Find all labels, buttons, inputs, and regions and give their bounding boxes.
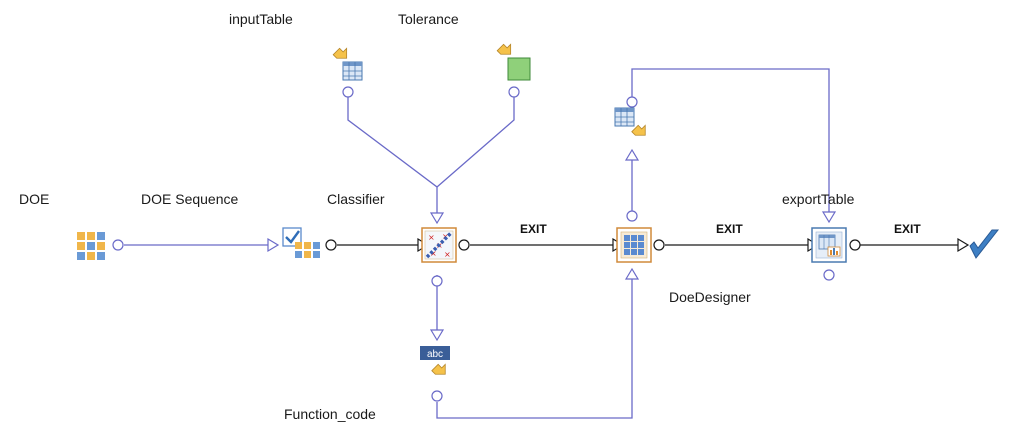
arrowhead-functioncode-in (429, 329, 445, 342)
port-designer-out[interactable] (653, 239, 665, 251)
connector-arrowheads (267, 148, 837, 342)
label-export-table: exportTable (782, 191, 855, 207)
edge-label-exit-1: EXIT (520, 222, 547, 236)
arrowhead-export-in (821, 211, 837, 224)
port-export-bottom[interactable] (823, 269, 835, 281)
arrowhead-table-out (624, 148, 640, 161)
svg-text:×: × (430, 249, 437, 258)
designer-table-output-icon[interactable] (614, 107, 650, 140)
end-checkmark-icon[interactable] (969, 229, 1000, 259)
label-doe-designer: DoeDesigner (669, 289, 751, 305)
label-classifier: Classifier (327, 191, 385, 207)
svg-text:×: × (444, 250, 451, 259)
port-sequence-out[interactable] (325, 239, 337, 251)
port-export-out[interactable] (849, 239, 861, 251)
doe-sequence-icon[interactable] (282, 227, 320, 258)
port-table-top[interactable] (626, 96, 638, 108)
edge-table-to-export[interactable] (631, 68, 830, 212)
label-doe-sequence: DOE Sequence (141, 191, 239, 207)
port-inputtable-out[interactable] (342, 86, 354, 98)
port-tolerance-out[interactable] (508, 86, 520, 98)
port-classifier-bottom[interactable] (431, 275, 443, 287)
edge-tolerance-to-classifier[interactable] (436, 97, 515, 188)
arrowhead-sequence-in (267, 237, 280, 253)
arrowhead-designer-bottom-in (624, 267, 640, 280)
abc-badge-text: abc (427, 349, 443, 360)
edge-label-exit-2: EXIT (716, 222, 743, 236)
arrowhead-classifier-in (429, 212, 445, 225)
label-input-table: inputTable (229, 11, 293, 27)
edge-functioncode-to-designer[interactable] (436, 277, 633, 419)
port-classifier-out[interactable] (458, 239, 470, 251)
exporttable-node-icon[interactable] (811, 227, 847, 263)
port-designer-top[interactable] (626, 210, 638, 222)
label-function-code: Function_code (284, 406, 376, 422)
tolerance-icon[interactable] (496, 41, 531, 81)
ports (112, 86, 861, 402)
edge-label-exit-3: EXIT (894, 222, 921, 236)
port-functioncode-out[interactable] (431, 390, 443, 402)
function-code-icon[interactable]: abc (420, 346, 450, 379)
inputtable-icon[interactable] (332, 45, 363, 81)
label-tolerance: Tolerance (398, 11, 459, 27)
label-doe: DOE (19, 191, 50, 207)
arrowhead-end-flow-in (957, 237, 970, 253)
svg-text:×: × (428, 233, 435, 242)
edge-inputtable-to-classifier[interactable] (347, 97, 438, 213)
doedesigner-node-icon[interactable] (616, 227, 652, 263)
classifier-node-icon[interactable]: × × × × × (421, 227, 457, 263)
doe-grid-icon[interactable] (77, 232, 105, 260)
port-doe-out[interactable] (112, 239, 124, 251)
connector-lines (124, 68, 830, 419)
